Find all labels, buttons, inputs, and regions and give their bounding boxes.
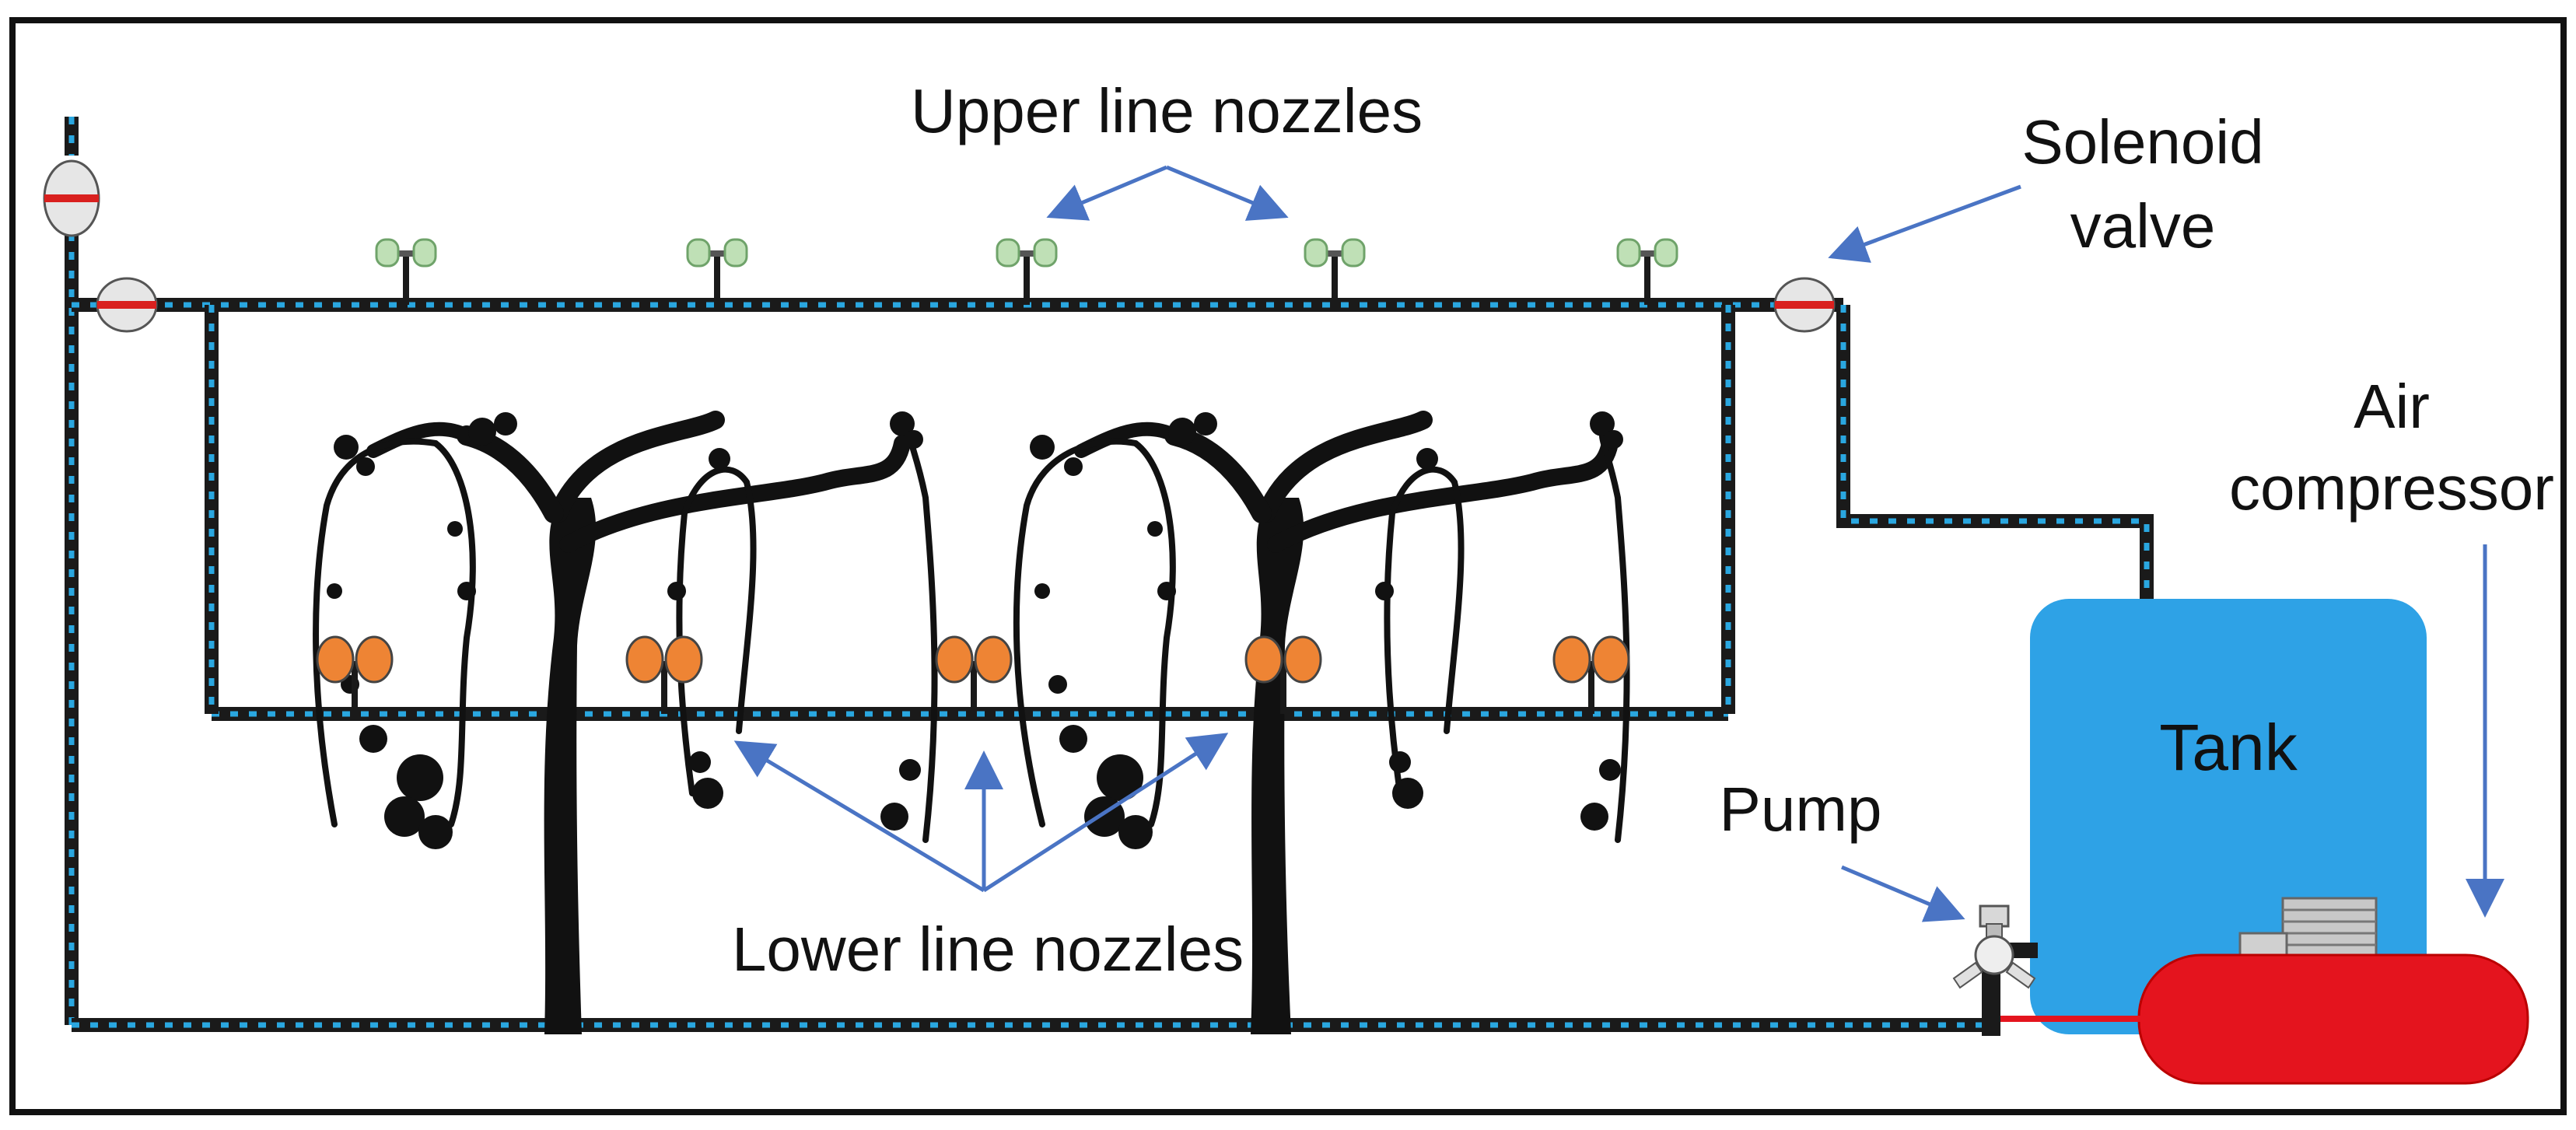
annotation-arrows — [733, 165, 2504, 922]
grapevine-trunk-1 — [366, 411, 911, 1034]
valve-vertical — [43, 159, 100, 237]
solenoid-valve-label-line1: Solenoid — [2021, 107, 2263, 177]
valve-left — [96, 277, 158, 333]
lower-nozzle — [625, 635, 703, 714]
upper-nozzle — [1616, 238, 1678, 305]
arrow-upper-nozzles-left — [1046, 165, 1167, 221]
upper-line-nozzles-label: Upper line nozzles — [911, 76, 1423, 145]
pump-label: Pump — [1720, 775, 1882, 844]
air-compressor-label-line1: Air — [2354, 372, 2430, 441]
upper-nozzle — [996, 238, 1058, 305]
lower-line-nozzles-label: Lower line nozzles — [732, 915, 1244, 984]
air-compressor — [2137, 953, 2529, 1085]
arrow-solenoid-valve — [1828, 184, 2021, 263]
solenoid-valve-label-line2: valve — [2070, 191, 2216, 261]
grapevine-foliage — [327, 411, 1623, 849]
arrow-lower-nozzles-left — [733, 740, 985, 893]
arrow-pump — [1841, 865, 1965, 922]
pipe-to-tank — [1836, 305, 2154, 599]
lower-nozzle — [1244, 635, 1322, 714]
upper-nozzle — [375, 238, 437, 305]
lower-nozzle — [1552, 635, 1630, 714]
lower-nozzle — [935, 635, 1013, 714]
air-compressor-label-line2: compressor — [2229, 453, 2554, 523]
lower-nozzle — [316, 635, 394, 714]
solenoid-valve — [1773, 277, 1836, 333]
arrow-upper-nozzles-right — [1166, 165, 1289, 221]
upper-nozzle — [1304, 238, 1366, 305]
grapevine-canes — [313, 432, 1630, 843]
grapevines — [313, 411, 1630, 1034]
tank-label: Tank — [2159, 711, 2298, 784]
upper-nozzle — [686, 238, 748, 305]
lower-line-nozzles — [316, 635, 1630, 714]
arrow-lower-nozzles-right — [982, 733, 1229, 893]
pump — [1952, 904, 2038, 1036]
upper-line-nozzles — [375, 238, 1678, 305]
